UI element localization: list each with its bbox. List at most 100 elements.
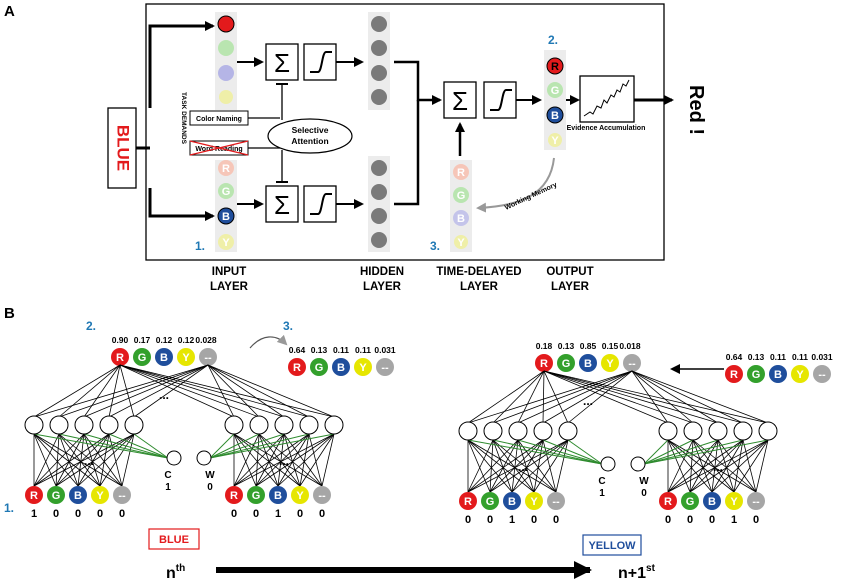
svg-text:INPUT: INPUT [212, 266, 247, 278]
task-hidden-link [133, 433, 169, 459]
input-unit-letter: B [274, 490, 282, 502]
hidden-output-link [542, 370, 633, 424]
hidden-output-link [207, 364, 310, 418]
input-hidden-link [121, 433, 135, 487]
input-value: 0 [709, 514, 715, 526]
task-hidden-link [643, 439, 769, 465]
input-hidden-link [255, 433, 310, 487]
marker-3-b: 3. [283, 319, 293, 333]
input-hidden-link [742, 439, 757, 493]
task-unit-value: 1 [599, 488, 605, 499]
delayed-unit [376, 358, 394, 376]
delayed-unit-letter: B [774, 369, 782, 381]
task-unit-word [196, 450, 212, 466]
evidence-accumulation-box [579, 75, 635, 123]
input-hidden-link [58, 433, 101, 487]
delayed-value: 0.11 [355, 345, 371, 355]
input-unit [225, 486, 243, 504]
hidden-unit [758, 421, 778, 441]
model-frame [145, 3, 665, 261]
svg-text:TIME-DELAYED: TIME-DELAYED [436, 266, 521, 278]
task-hidden-link [517, 439, 603, 465]
task-hidden-link [643, 439, 669, 465]
delayed-unit [310, 358, 328, 376]
input-hidden-link [277, 433, 285, 487]
task-hidden-link [643, 439, 719, 465]
input-hidden-link [689, 439, 744, 493]
input-unit-letter: Y [296, 490, 304, 502]
input-hidden-link [467, 439, 535, 493]
hidden-output-link [543, 370, 569, 424]
input-unit-letter: -- [552, 496, 560, 508]
task-hidden-link [542, 439, 603, 465]
input-unit-letter: Y [730, 496, 738, 508]
input-unit-letter: Y [96, 490, 104, 502]
hidden-unit [49, 415, 69, 435]
stimulus-box: BLUE [107, 107, 137, 189]
output-value: 0.90 [112, 335, 129, 345]
task-hidden-link [209, 433, 285, 459]
output-unit [155, 348, 173, 366]
svg-text:G: G [457, 190, 466, 202]
output-value: 0.15 [602, 341, 619, 351]
input-hidden-link [33, 433, 60, 487]
delayed-unit [769, 365, 787, 383]
sigmoid-box-top [303, 43, 337, 81]
input-hidden-link [492, 439, 535, 493]
input-unit [47, 486, 65, 504]
svg-text:R: R [222, 163, 230, 175]
time-delayed-units: R G B Y [453, 164, 469, 249]
input-hidden-link [308, 433, 323, 487]
stimulus-to-word-arrow [148, 188, 215, 221]
stimulus-to-color-arrow [148, 21, 215, 108]
input-hidden-link [233, 433, 335, 487]
svg-text:OUTPUT: OUTPUT [546, 266, 593, 278]
task-hidden-link [643, 439, 744, 465]
task-demands-label: TASK DEMANDS [180, 92, 187, 145]
task-hidden-link [209, 433, 260, 459]
output-value: 0.028 [195, 335, 217, 345]
input-hidden-link [33, 433, 57, 487]
input-unit [91, 486, 109, 504]
marker-2-b: 2. [86, 319, 96, 333]
output-unit [557, 354, 575, 372]
svg-text:G: G [222, 186, 231, 198]
hidden-ellipsis: ... [84, 454, 94, 468]
hidden-top-column [368, 12, 390, 110]
hidden-unit [24, 415, 44, 435]
delayed-value: 0.13 [748, 352, 765, 362]
task-unit-value: 0 [207, 482, 213, 493]
hidden-unit [658, 421, 678, 441]
svg-text:Attention: Attention [291, 136, 328, 146]
output-units: R G B Y [546, 57, 564, 147]
response-text: Red ! [685, 85, 707, 135]
input-unit [659, 492, 677, 510]
hidden-output-link [207, 364, 285, 418]
input-hidden-link [689, 439, 719, 493]
input-hidden-link [83, 433, 123, 487]
input-value: 0 [553, 514, 559, 526]
input-value: 0 [753, 514, 759, 526]
stimulus-word: BLUE [114, 125, 133, 171]
layer-labels: INPUT LAYER HIDDEN LAYER TIME-DELAYED LA… [210, 266, 594, 293]
input-hidden-link [533, 439, 544, 493]
delayed-unit-letter: G [315, 362, 324, 374]
input-hidden-link [692, 439, 735, 493]
input-hidden-link [467, 439, 557, 493]
input-hidden-link [99, 433, 135, 487]
input-hidden-link [517, 439, 535, 493]
hidden-unit [708, 421, 728, 441]
input-value: 0 [531, 514, 537, 526]
copy-to-delayed-arrow [249, 334, 288, 349]
hidden-unit [533, 421, 553, 441]
hidden-output-link [133, 364, 209, 418]
input-value: 0 [231, 508, 237, 520]
hidden-output-link [631, 370, 719, 424]
input-hidden-link [299, 433, 310, 487]
input-unit-letter: B [508, 496, 516, 508]
input-hidden-link [511, 439, 544, 493]
input-hidden-link [492, 439, 557, 493]
input-hidden-link [517, 439, 557, 493]
output-unit-letter: -- [628, 358, 636, 370]
